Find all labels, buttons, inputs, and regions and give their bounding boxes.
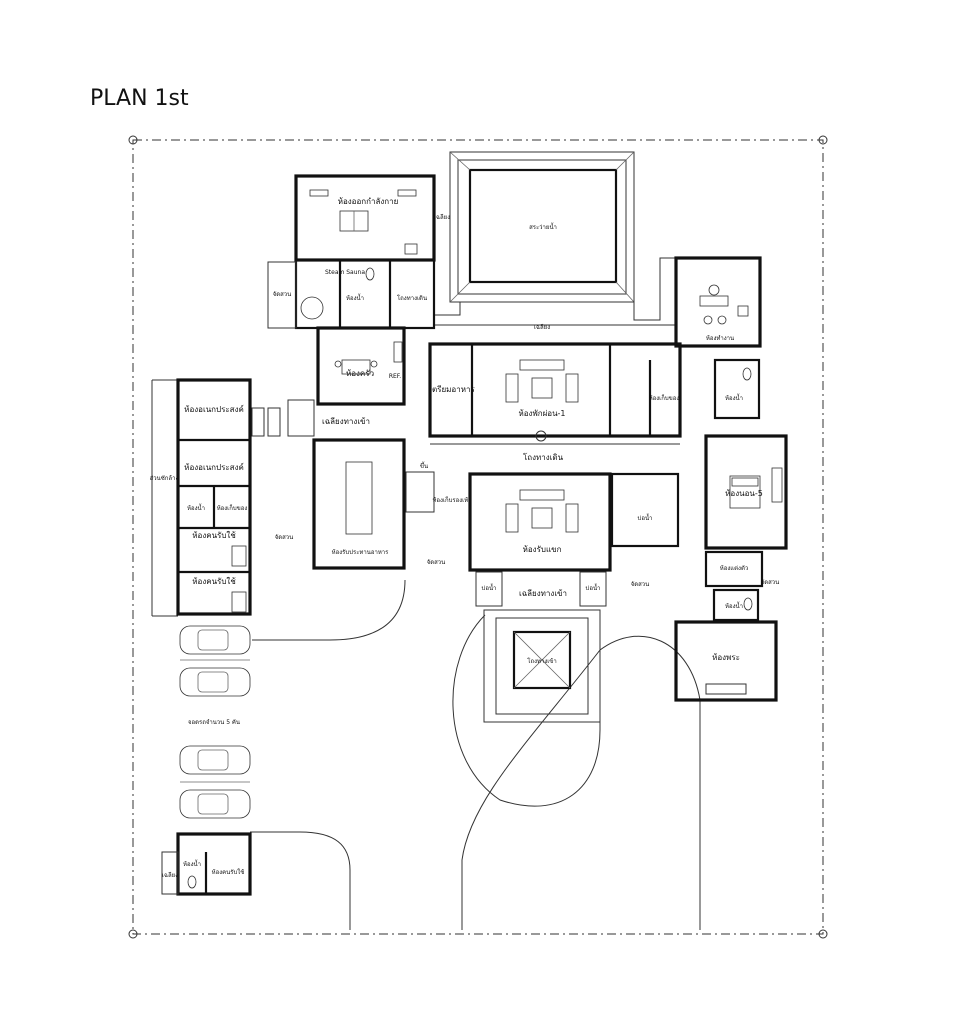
- guard-bath-label: ห้องน้ำ: [183, 858, 201, 868]
- corridor-label: โถงทางเดิน: [523, 452, 564, 462]
- garden-left-label: จัดสวน: [273, 291, 292, 298]
- car-1: [179, 625, 251, 655]
- bath-maid-label: ห้องน้ำ: [187, 502, 205, 512]
- service-wing: ห้องอเนกประสงค์ ห้องอเนกประสงค์ ส่วนซักล…: [150, 378, 252, 617]
- shrine-block: ห้องพระ: [674, 620, 778, 702]
- gym-block: ห้องออกกำลังกาย เฉลียง Steam Sauna จัดสว…: [267, 174, 450, 330]
- shrine-label: ห้องพระ: [712, 653, 740, 662]
- car-4: [179, 789, 251, 819]
- shoe-label: ห้องเก็บรองเท้า: [432, 495, 471, 504]
- pool: สระว่ายน้ำ: [449, 151, 635, 303]
- pool-label: สระว่ายน้ำ: [529, 221, 557, 231]
- parking: จอดรถจำนวน 5 คัน: [179, 625, 251, 819]
- reception-block: ห้องรับแขก บ่อน้ำ บ่อน้ำ เฉลียงทางเข้า บ…: [468, 472, 680, 607]
- pond2-label: บ่อน้ำ: [586, 582, 601, 592]
- office-label: ห้องทำงาน: [706, 335, 734, 342]
- walkway-top-label: โถงทางเดิน: [397, 294, 427, 302]
- kitchen-block: ห้องครัว REF. เฉลียงทางเข้า: [251, 326, 406, 437]
- gym-label: ห้องออกกำลังกาย: [338, 197, 399, 206]
- storage-label: ห้องเก็บของ: [649, 393, 680, 402]
- guard-house: ห้องน้ำ ห้องคนรับใช้ เฉลียง: [161, 832, 252, 896]
- pond1-label: บ่อน้ำ: [482, 582, 497, 592]
- garden-low-label: จัดสวน: [275, 534, 294, 541]
- multi2-label: ห้องอเนกประสงค์: [184, 462, 244, 472]
- dining-label: ห้องรับประทานอาหาร: [332, 549, 389, 556]
- reception-label: ห้องรับแขก: [523, 545, 562, 554]
- garden-right-label: จัดสวน: [631, 581, 650, 588]
- multi1-label: ห้องอเนกประสงค์: [184, 404, 244, 414]
- maid2-label: ห้องคนรับใช้: [192, 577, 236, 586]
- garden-mid-label: จัดสวน: [427, 559, 446, 566]
- driveway: [250, 579, 701, 930]
- guard-terrace-label: เฉลียง: [162, 871, 178, 879]
- kitchen-label: ห้องครัว: [346, 369, 374, 378]
- dress-label: ห้องแต่งตัว: [720, 565, 748, 572]
- bath-office-label: ห้องน้ำ: [725, 392, 743, 402]
- porch-label: โถงทางเข้า: [527, 657, 557, 665]
- laundry-label: ส่วนซักล้าง: [150, 475, 179, 482]
- bedroom5-label: ห้องนอน-5: [725, 489, 763, 498]
- bath-gym-label: ห้องน้ำ: [346, 292, 364, 302]
- porch: โถงทางเข้า: [483, 609, 601, 723]
- steam-sauna-label: Steam Sauna: [325, 269, 365, 276]
- parking-label: จอดรถจำนวน 5 คัน: [188, 719, 240, 726]
- bath-bed-label: ห้องน้ำ: [725, 600, 743, 610]
- store-maid-label: ห้องเก็บของ: [217, 503, 248, 512]
- front-terrace-label: เฉลียงทางเข้า: [519, 589, 567, 598]
- car-3: [179, 745, 251, 775]
- terrace-mid-label: เฉลียง: [534, 323, 550, 331]
- dining-block: ห้องรับประทานอาหาร ขึ้น ห้องเก็บรองเท้า …: [275, 438, 472, 570]
- entry-terrace-label: เฉลียงทางเข้า: [322, 417, 370, 426]
- office-block: ห้องทำงาน ห้องน้ำ: [674, 256, 762, 420]
- pond3-label: บ่อน้ำ: [638, 512, 653, 522]
- maid1-label: ห้องคนรับใช้: [192, 531, 236, 540]
- garden-right2-label: จัดสวน: [761, 579, 780, 586]
- up-label: ขึ้น: [420, 460, 428, 470]
- property-boundary: [128, 135, 828, 939]
- pantry-label: เตรียมอาหาร: [429, 385, 475, 394]
- terrace-top-label: เฉลียง: [434, 213, 450, 221]
- ref-label: REF.: [389, 373, 401, 380]
- main-house: เฉลียง ห้องพักผ่อน-1 เตรียมอาหาร ห้องเก็…: [428, 323, 682, 462]
- living-label: ห้องพักผ่อน-1: [518, 409, 565, 418]
- bedroom-block: ห้องนอน-5 ห้องแต่งตัว จัดสวน ห้องน้ำ: [704, 434, 788, 622]
- page-title: PLAN 1st: [90, 86, 189, 111]
- guard-maid-label: ห้องคนรับใช้: [212, 868, 245, 876]
- car-2: [179, 667, 251, 697]
